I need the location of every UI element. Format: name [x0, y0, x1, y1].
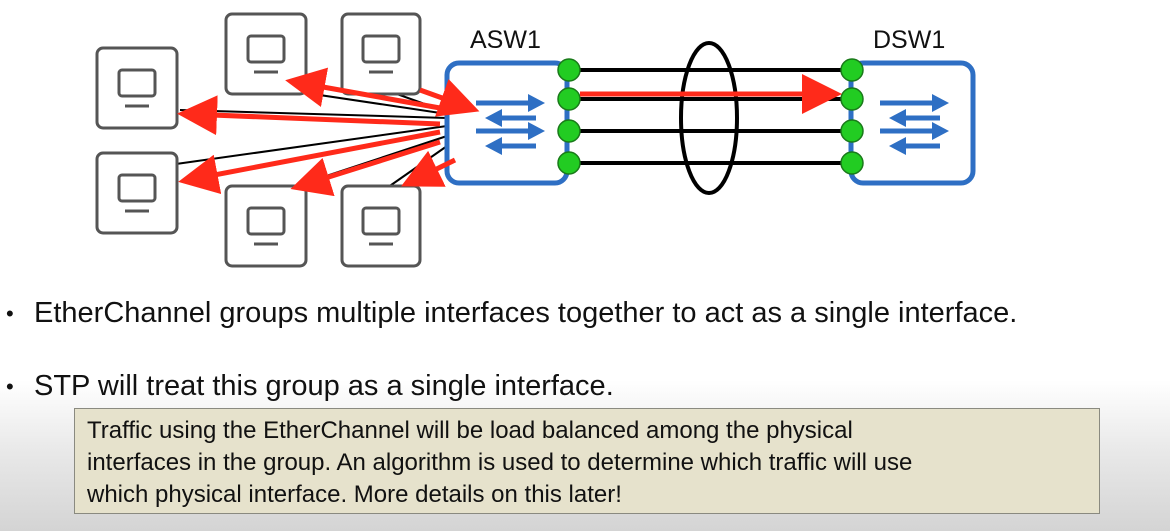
pc-icon: [224, 184, 308, 268]
network-diagram: ASW1 DSW1: [95, 12, 976, 268]
switch-icon: [476, 94, 545, 155]
bullet-dot: •: [6, 374, 14, 400]
etherchannel-links: [569, 68, 852, 165]
pc-icon: [95, 46, 179, 130]
note-line: which physical interface. More details o…: [87, 481, 622, 508]
note-line: Traffic using the EtherChannel will be l…: [87, 417, 853, 444]
switch-asw1: [444, 60, 570, 186]
bullet-text: STP will treat this group as a single in…: [34, 370, 614, 402]
switch-dsw1: [848, 60, 976, 186]
bullet-text: EtherChannel groups multiple interfaces …: [34, 297, 1018, 329]
traffic-arrows: [177, 67, 842, 197]
bullet-dot: •: [6, 301, 14, 327]
pc-icon: [340, 12, 422, 96]
note-line: interfaces in the group. An algorithm is…: [87, 449, 913, 476]
note-box: Traffic using the EtherChannel will be l…: [74, 408, 1100, 514]
switch-label-dsw1: DSW1: [873, 26, 945, 54]
pc-icon: [224, 12, 308, 96]
bullet-etherchannel: • EtherChannel groups multiple interfaces…: [6, 297, 1017, 330]
pc-icon: [340, 184, 422, 268]
switch-label-asw1: ASW1: [470, 26, 541, 54]
switch-icon: [880, 94, 949, 155]
pc-icon: [95, 151, 179, 235]
etherchannel-ellipse: [679, 41, 739, 195]
bullet-stp: • STP will treat this group as a single i…: [6, 370, 614, 403]
switch-ports: [557, 58, 864, 175]
